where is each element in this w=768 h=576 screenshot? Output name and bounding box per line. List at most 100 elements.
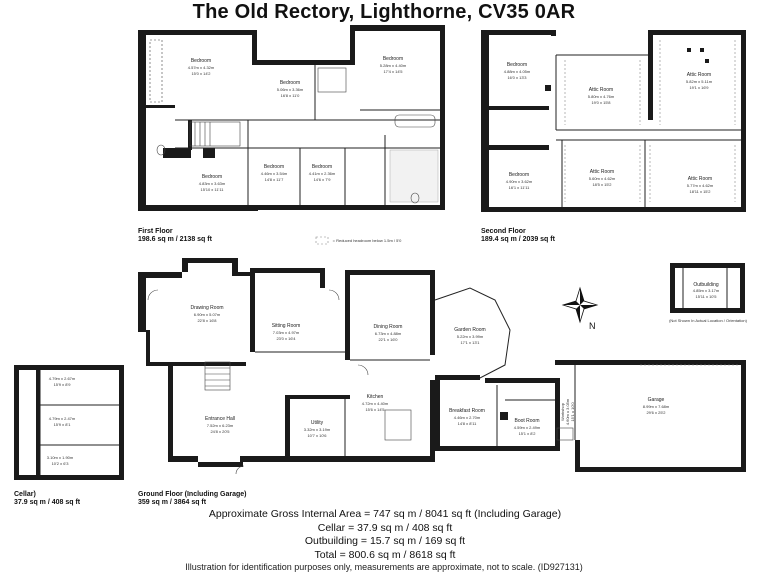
second-attic-1-label: Attic Room xyxy=(589,87,613,93)
first-bedroom-2-imperial: 16'8 x 11'0 xyxy=(281,93,301,98)
utility-label: Utility xyxy=(311,420,324,426)
second-attic-4-dims: 5.77m x 4.62m xyxy=(687,183,714,188)
first-bedroom-2-dims: 5.06m x 3.36m xyxy=(277,87,304,92)
breakfast-room-dims: 4.46m x 2.70m xyxy=(454,415,481,420)
sitting-room-label: Sitting Room xyxy=(272,323,301,329)
first-bedroom-5-imperial: 14'8 x 11'7 xyxy=(265,177,285,182)
outbuilding-location-note: (Not Shown In Actual Location / Orientat… xyxy=(669,318,747,323)
cellar-room-3-imperial: 10'2 x 6'3 xyxy=(52,461,70,466)
kitchen-label: Kitchen xyxy=(367,394,384,400)
second-attic-3-imperial: 18'5 x 15'2 xyxy=(592,182,612,187)
second-attic-2-imperial: 19'1 x 16'9 xyxy=(689,85,709,90)
first-bedroom-3-label: Bedroom xyxy=(383,56,403,62)
ground-floor-name: Ground Floor (Including Garage) xyxy=(138,491,247,498)
breakfast-room-imperial: 14'8 x 8'11 xyxy=(458,421,478,426)
outbuilding-dims: 4.85m x 3.17m xyxy=(693,288,720,293)
kitchen-dims: 4.72m x 4.40m xyxy=(362,401,389,406)
second-floor-plan: Bedroom 4.88m x 4.05m 16'0 x 13'3 Attic … xyxy=(481,30,746,212)
second-attic-3-label: Attic Room xyxy=(590,169,614,175)
first-bedroom-1-label: Bedroom xyxy=(191,58,211,64)
first-bedroom-6-label: Bedroom xyxy=(312,164,332,170)
first-bedroom-5-dims: 4.46m x 3.54m xyxy=(261,171,288,176)
ground-floor-area: 359 sq m / 3864 sq ft xyxy=(138,499,207,506)
total-area: Total = 800.6 sq m / 8618 sq ft xyxy=(314,548,456,561)
garden-room-imperial: 17'1 x 13'1 xyxy=(460,340,480,345)
sitting-room-imperial: 23'0 x 16'4 xyxy=(276,336,296,341)
compass-north-label: N xyxy=(589,321,596,331)
cellar-area: 37.9 sq m / 408 sq ft xyxy=(14,499,81,506)
first-floor-name: First Floor xyxy=(138,228,173,235)
boot-room-imperial: 15'1 x 8'2 xyxy=(519,431,537,436)
first-floor-area: 198.6 sq m / 2138 sq ft xyxy=(138,236,212,243)
second-floor-name: Second Floor xyxy=(481,228,526,235)
reduced-headroom-legend: = Reduced headroom below 1.5m / 5'0 xyxy=(333,238,402,243)
boot-room-dims: 4.59m x 2.49m xyxy=(514,425,541,430)
workshop-imperial: 15'1 x 10'0 xyxy=(570,402,575,422)
second-floor-caption: Second Floor 189.4 sq m / 2039 sq ft xyxy=(481,228,555,244)
garden-room-label: Garden Room xyxy=(454,327,485,333)
boot-room-label: Boot Room xyxy=(514,418,539,424)
ground-floor-plan: Drawing Room 6.90m x 5.07m 22'8 x 16'8 S… xyxy=(138,258,746,475)
first-bedroom-6-imperial: 14'6 x 7'9 xyxy=(314,177,332,182)
utility-imperial: 10'7 x 10'6 xyxy=(307,433,327,438)
second-bedroom-2-imperial: 16'1 x 11'11 xyxy=(509,185,531,190)
first-bedroom-3-imperial: 17'4 x 14'5 xyxy=(383,69,403,74)
second-bedroom-1-imperial: 16'0 x 13'3 xyxy=(507,75,527,80)
kitchen-imperial: 15'6 x 14'5 xyxy=(365,407,385,412)
first-bedroom-2-label: Bedroom xyxy=(280,80,300,86)
plan-title: The Old Rectory, Lighthorne, CV35 0AR xyxy=(192,1,576,23)
ground-floor-caption: Ground Floor (Including Garage) 359 sq m… xyxy=(138,491,247,507)
first-bedroom-4-dims: 4.83m x 3.63m xyxy=(199,181,226,186)
workshop-label: Workshop xyxy=(560,402,565,421)
cellar-caption: Cellar) 37.9 sq m / 408 sq ft xyxy=(14,491,80,507)
area-summary: Approximate Gross Internal Area = 747 sq… xyxy=(140,508,630,562)
reduced-headroom-swatch xyxy=(315,236,329,245)
drawing-room-dims: 6.90m x 5.07m xyxy=(194,312,221,317)
sitting-room-dims: 7.03m x 4.97m xyxy=(273,330,300,335)
dining-room-label: Dining Room xyxy=(374,324,403,330)
garage-imperial: 29'6 x 25'2 xyxy=(646,410,666,415)
drawing-room-label: Drawing Room xyxy=(190,305,223,311)
cellar-room-2-dims: 4.79m x 2.47m xyxy=(49,416,76,421)
second-attic-1-dims: 5.80m x 4.76m xyxy=(588,94,615,99)
garage-dims: 8.99m x 7.68m xyxy=(643,404,670,409)
second-attic-4-label: Attic Room xyxy=(688,176,712,182)
first-bedroom-6-dims: 4.41m x 2.36m xyxy=(309,171,336,176)
cellar-room-1-dims: 4.79m x 2.67m xyxy=(49,376,76,381)
breakfast-room-label: Breakfast Room xyxy=(449,408,485,414)
entrance-hall-dims: 7.52m x 6.23m xyxy=(207,423,234,428)
second-bedroom-1-label: Bedroom xyxy=(507,62,527,68)
second-bedroom-2-label: Bedroom xyxy=(509,172,529,178)
outbuilding-label: Outbuilding xyxy=(693,282,719,288)
second-bedroom-1-dims: 4.88m x 4.05m xyxy=(504,69,531,74)
cellar-room-1-imperial: 15'9 x 8'9 xyxy=(54,382,72,387)
second-attic-3-dims: 5.60m x 4.62m xyxy=(589,176,616,181)
second-bedroom-2-dims: 4.90m x 3.62m xyxy=(506,179,533,184)
first-bedroom-1-dims: 4.57m x 4.32m xyxy=(188,65,215,70)
gross-area: Approximate Gross Internal Area = 747 sq… xyxy=(208,508,562,520)
workshop-dims: 4.60m x 3.05m xyxy=(565,398,570,425)
second-attic-4-imperial: 18'11 x 15'2 xyxy=(689,189,711,194)
second-attic-2-label: Attic Room xyxy=(687,72,711,78)
first-bedroom-1-imperial: 15'0 x 14'2 xyxy=(191,71,211,76)
outbuilding-plan: Outbuilding 4.85m x 3.17m 15'11 x 10'5 (… xyxy=(669,263,748,323)
entrance-hall-label: Entrance Hall xyxy=(205,416,235,422)
utility-dims: 3.32m x 3.19m xyxy=(304,427,331,432)
cellar-room-2-imperial: 15'9 x 8'1 xyxy=(54,422,72,427)
disclaimer: Illustration for identification purposes… xyxy=(185,562,583,572)
second-floor-area: 189.4 sq m / 2039 sq ft xyxy=(481,236,555,243)
outbuilding-area-total: Outbuilding = 15.7 sq m / 169 sq ft xyxy=(304,535,466,547)
dining-room-imperial: 22'1 x 16'0 xyxy=(378,337,398,342)
first-bedroom-3-dims: 5.28m x 4.40m xyxy=(380,63,407,68)
second-attic-1-imperial: 19'0 x 15'8 xyxy=(591,100,611,105)
entrance-hall-imperial: 24'8 x 20'5 xyxy=(210,429,230,434)
garage-label: Garage xyxy=(648,397,665,403)
cellar-room-3-dims: 3.10m x 1.90m xyxy=(47,455,74,460)
cellar-plan: 4.79m x 2.67m 15'9 x 8'9 4.79m x 2.47m 1… xyxy=(14,365,124,480)
second-attic-2-dims: 5.82m x 5.11m xyxy=(686,79,713,84)
first-floor-caption: First Floor 198.6 sq m / 2138 sq ft xyxy=(138,228,212,244)
cellar-area-total: Cellar = 37.9 sq m / 408 sq ft xyxy=(317,521,453,534)
drawing-room-imperial: 22'8 x 16'8 xyxy=(197,318,217,323)
outbuilding-imperial: 15'11 x 10'5 xyxy=(695,294,717,299)
